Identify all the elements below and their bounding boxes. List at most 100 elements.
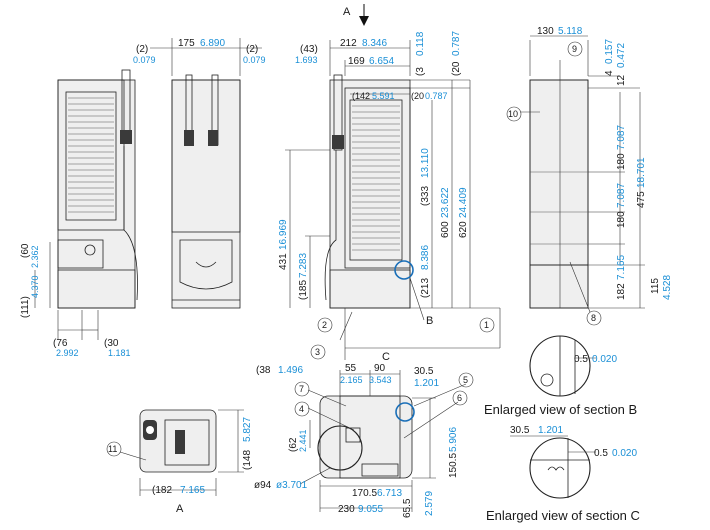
dim-620-mm: 620 — [458, 221, 469, 238]
dim-55-in: 2.165 — [340, 375, 363, 385]
dim-43-mm: (43) — [300, 44, 318, 55]
dim-148-in: 5.827 — [242, 417, 253, 442]
dim-182a-mm: 182 — [616, 283, 627, 300]
dim-dia94-mm: ø94 — [254, 480, 272, 491]
dim-115-mm: 115 — [650, 278, 661, 294]
left-side-cable — [123, 146, 138, 301]
dim-115-in: 4.528 — [662, 275, 673, 300]
c-30_5-in: 1.201 — [538, 425, 563, 436]
c-30_5-mm: 30.5 — [510, 425, 530, 436]
dim-111-mm: (111) — [20, 296, 31, 318]
front-view — [150, 38, 262, 309]
dim-212-mm: 212 — [340, 38, 357, 49]
dim-62-mm: (62 — [288, 437, 299, 452]
dim-180b-in: 7.087 — [616, 183, 627, 208]
callout-5: 5 — [463, 375, 468, 385]
dim-475-mm: 475 — [636, 191, 647, 208]
dim-170_5-mm: 170.5 — [352, 488, 377, 499]
dim-62-in: 2.441 — [298, 429, 308, 452]
left-side-connector — [84, 244, 96, 256]
dim-65_5-in: 2.579 — [424, 491, 435, 516]
bottom-view-port — [317, 425, 363, 471]
left-side-vent-grille — [68, 97, 114, 213]
section-c-circle — [529, 437, 591, 499]
dim-30-mm: (30 — [104, 338, 119, 349]
front-upper-panel — [171, 79, 241, 233]
section-c-label: C — [382, 351, 390, 363]
section-c-detail — [510, 435, 596, 499]
dim-38-mm: (38 — [256, 365, 271, 376]
dim-431-in: 16.969 — [278, 219, 289, 250]
dim-30_5-mm: 30.5 — [414, 366, 434, 377]
caption-section-c: Enlarged view of section C — [486, 508, 640, 523]
section-a-label-bottom: A — [176, 503, 184, 515]
dim-60-in: 2.362 — [30, 245, 40, 268]
right-side-vent-grille — [352, 105, 400, 251]
dim-12-in: 0.472 — [616, 43, 627, 68]
callout-10: 10 — [508, 109, 518, 119]
top-view — [119, 409, 244, 496]
dim-150_5-in: 5.906 — [448, 427, 459, 452]
callout-6: 6 — [457, 393, 462, 403]
dim-20b-mm: (20 — [451, 61, 462, 76]
dim-2-left-in: 0.079 — [133, 55, 156, 65]
dim-333-in: 13.110 — [420, 148, 431, 178]
rear-base — [529, 264, 589, 309]
dim-12-mm: 12 — [616, 74, 627, 86]
callout-1: 1 — [484, 320, 489, 330]
front-lower-cover — [179, 239, 233, 290]
callout-markers — [106, 41, 602, 457]
left-side-connector-box — [57, 239, 104, 269]
left-side-base — [57, 269, 136, 309]
section-c-marker — [395, 402, 415, 422]
dim-43-in: 1.693 — [295, 55, 318, 65]
dim-185-mm: (185 — [298, 280, 309, 300]
section-b-marker — [394, 260, 414, 280]
dim-90-mm: 90 — [374, 363, 386, 374]
dim-130-in: 5.118 — [558, 26, 583, 37]
dim-180a-in: 7.087 — [616, 125, 627, 150]
dim-76-in: 2.992 — [56, 348, 79, 358]
dim-620-in: 24.409 — [458, 187, 469, 218]
b-0_5-in: 0.020 — [592, 354, 617, 365]
dim-600-in: 23.622 — [440, 187, 451, 218]
dim-3-in: 0.118 — [415, 31, 426, 56]
left-side-vent-frame — [65, 91, 117, 221]
b-0_5-mm: 0.5 — [574, 354, 588, 365]
right-side-vent-frame — [349, 99, 403, 261]
dim-55-mm: 55 — [345, 363, 357, 374]
dim-142-in: 5.591 — [372, 91, 395, 101]
dim-213-mm: (213 — [420, 278, 431, 298]
dim-4-in: 0.157 — [604, 39, 615, 64]
right-side-panel — [344, 87, 411, 269]
dim-dia94-in: ø3.701 — [276, 480, 308, 491]
dim-90-in: 3.543 — [369, 375, 392, 385]
dim-20b-in: 0.787 — [451, 31, 462, 56]
dim-111-in: 4.370 — [30, 275, 40, 298]
right-side-handle — [333, 74, 343, 151]
dim-148-mm: (148 — [242, 450, 253, 470]
callout-3: 3 — [315, 347, 320, 357]
callout-11: 11 — [108, 444, 117, 454]
callout-8: 8 — [591, 313, 596, 323]
dim-30-in: 1.181 — [108, 348, 131, 358]
rear-view — [520, 35, 645, 313]
dim-180b-mm: 180 — [616, 211, 627, 228]
top-view-gland — [175, 430, 185, 454]
rear-body — [529, 79, 589, 309]
callout-7: 7 — [299, 384, 304, 394]
dim-2-right-mm: (2) — [246, 44, 258, 55]
dim-230-in: 9.055 — [358, 504, 383, 515]
dim-30_5-in: 1.201 — [414, 378, 439, 389]
dim-3-mm: (3 — [415, 67, 426, 76]
callout-9: 9 — [572, 44, 577, 54]
dim-2-right-in: 0.079 — [243, 55, 266, 65]
c-0_5-in: 0.020 — [612, 448, 637, 459]
dim-4-mm: 4 — [604, 70, 615, 76]
dim-180a-mm: 180 — [616, 153, 627, 170]
caption-section-b: Enlarged view of section B — [484, 402, 637, 417]
dim-169-mm: 169 — [348, 56, 365, 67]
left-side-view — [34, 69, 138, 340]
